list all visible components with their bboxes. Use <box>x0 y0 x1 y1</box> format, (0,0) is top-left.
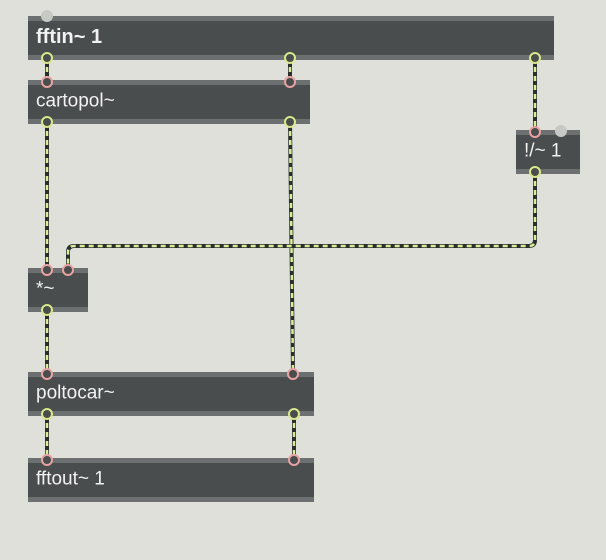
fftin-label: fftin~ 1 <box>36 26 103 49</box>
fftout-label: fftout~ 1 <box>36 468 105 490</box>
rdiv-inlet-knob[interactable] <box>555 125 567 137</box>
fftin-inlet-knob[interactable] <box>41 10 53 22</box>
cartopol-label: cartopol~ <box>36 90 115 112</box>
cartopol-object[interactable]: cartopol~ <box>28 80 310 124</box>
mul-label: *~ <box>36 278 55 300</box>
rdiv-object[interactable]: !/~ 1 <box>516 130 580 174</box>
fftin-object[interactable]: fftin~ 1 <box>28 16 554 60</box>
poltocar-object[interactable]: poltocar~ <box>28 372 314 416</box>
fftout-object[interactable]: fftout~ 1 <box>28 458 314 502</box>
poltocar-label: poltocar~ <box>36 382 115 404</box>
cord-rdiv-to-mul[interactable] <box>66 172 537 268</box>
rdiv-label: !/~ 1 <box>524 140 562 162</box>
mul-object[interactable]: *~ <box>28 268 88 312</box>
